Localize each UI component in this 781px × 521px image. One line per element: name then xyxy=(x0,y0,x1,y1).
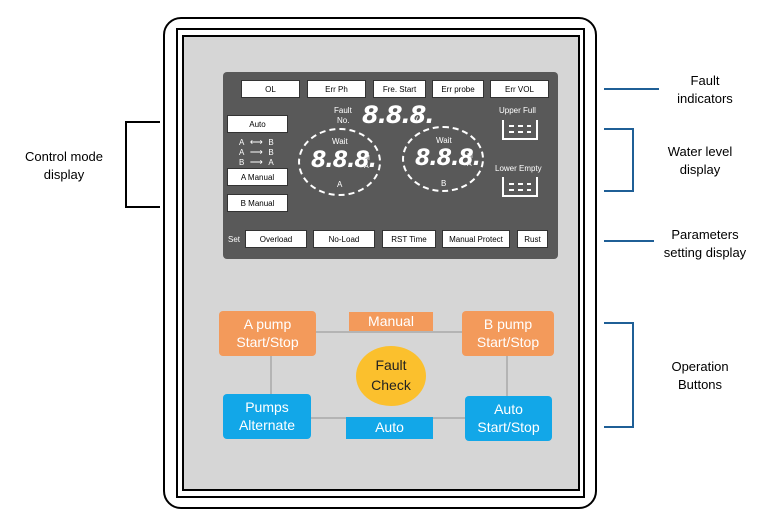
callout-bracket-operation-top xyxy=(604,322,634,324)
b-to-a-arrow-row: B⟶A xyxy=(239,157,274,167)
pump-a-unit-a: A xyxy=(364,163,369,170)
callout-bracket-water-top xyxy=(604,128,634,130)
lower-empty-label: Lower Empty xyxy=(495,164,542,173)
callout-bracket-vertical xyxy=(125,121,127,208)
set-label: Set xyxy=(228,235,241,244)
manual-mode-button[interactable]: Manual xyxy=(349,312,433,331)
callout-bracket-bottom xyxy=(125,206,160,208)
fault-indicator-err-vol: Err VOL xyxy=(490,80,549,98)
connector-top xyxy=(314,331,464,333)
right-arrow-icon: ⟶ xyxy=(249,157,263,167)
callout-line-fault xyxy=(604,88,659,90)
pump-b-wait-label: Wait xyxy=(436,136,452,145)
callout-bracket-operation-vertical xyxy=(632,322,634,428)
callout-bracket-water-vertical xyxy=(632,128,634,192)
mode-auto-indicator: Auto xyxy=(227,115,288,133)
mode-b-manual-indicator: B Manual xyxy=(227,194,288,212)
callout-bracket-water-bottom xyxy=(604,190,634,192)
fault-number-digits: 8.8.8. xyxy=(362,101,434,129)
voltage-unit: V xyxy=(412,115,419,125)
lower-tank-icon xyxy=(502,177,538,197)
fault-no-label: No. xyxy=(337,116,350,125)
callout-bracket-top xyxy=(125,121,160,123)
upper-full-label: Upper Full xyxy=(499,106,536,115)
pump-a-wait-label: Wait xyxy=(332,137,348,146)
alternate-arrow-row: A⟷B xyxy=(239,137,274,147)
connector-left xyxy=(270,355,272,395)
param-overload: Overload xyxy=(245,230,307,248)
pump-b-unit-a: A xyxy=(467,161,472,168)
lcd-display xyxy=(223,72,558,259)
pump-a-unit-m: M xyxy=(364,155,370,162)
pump-b-unit-m: M xyxy=(467,153,473,160)
param-no-load: No-Load xyxy=(313,230,375,248)
upper-tank-icon xyxy=(502,120,538,140)
fault-label: Fault xyxy=(334,106,352,115)
pump-b-ring xyxy=(402,126,484,192)
a-to-b-arrow-row: A⟶B xyxy=(239,147,274,157)
fault-indicator-err-ph: Err Ph xyxy=(307,80,366,98)
fault-indicator-fre-start: Fre. Start xyxy=(373,80,426,98)
connector-right xyxy=(506,355,508,397)
pump-a-ring xyxy=(298,128,381,196)
mode-a-manual-indicator: A Manual xyxy=(227,168,288,186)
fault-indicator-ol: OL xyxy=(241,80,300,98)
pump-b-name: B xyxy=(441,179,447,188)
param-rust: Rust xyxy=(517,230,548,248)
param-manual-protect: Manual Protect xyxy=(442,230,510,248)
right-arrow-icon: ⟶ xyxy=(249,147,263,157)
pump-a-digits: 8.8.8. xyxy=(311,148,377,173)
device-frame xyxy=(176,28,585,498)
param-rst-time: RST Time xyxy=(382,230,436,248)
auto-mode-button[interactable]: Auto xyxy=(346,417,433,439)
pump-b-digits: 8.8.8. xyxy=(415,146,481,171)
pump-a-name: A xyxy=(337,180,343,189)
callout-line-parameters xyxy=(604,240,654,242)
double-arrow-icon: ⟷ xyxy=(249,137,263,147)
device-housing xyxy=(163,17,597,509)
fault-indicator-err-probe: Err probe xyxy=(432,80,484,98)
callout-bracket-operation-bottom xyxy=(604,426,634,428)
